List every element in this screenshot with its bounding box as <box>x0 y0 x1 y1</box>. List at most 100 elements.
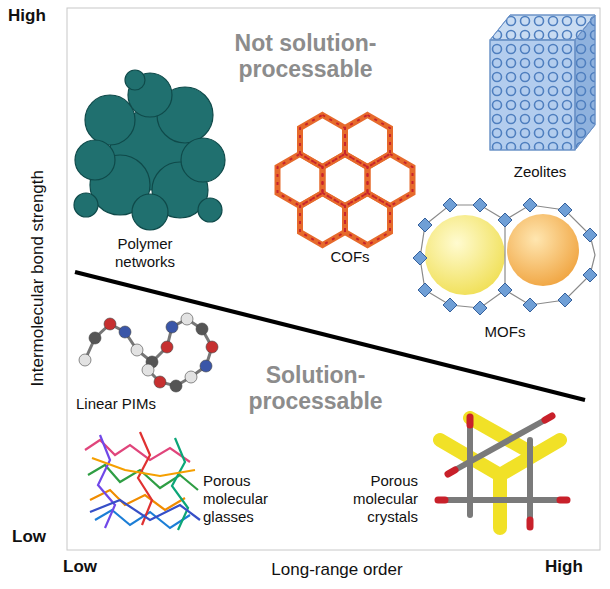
polymer-network-figure <box>74 70 225 230</box>
polymer-network-figure <box>181 138 225 182</box>
cof-figure-atoms <box>300 193 345 245</box>
molecular-crystal-figure <box>527 520 534 527</box>
molecular-crystal-figure <box>445 497 560 503</box>
mof-figure <box>413 251 427 265</box>
cof-figure-atoms <box>278 115 413 245</box>
zeolite-figure <box>490 15 595 150</box>
linear-pim-figure <box>104 318 116 330</box>
cof-figure-atoms <box>368 154 413 206</box>
molecular-crystal-figure <box>448 470 455 474</box>
molecular-crystal-figure <box>440 418 560 528</box>
plot-frame <box>67 8 600 550</box>
molecular-crystal-figure <box>527 440 533 520</box>
mof-figure <box>507 214 579 286</box>
cof-figure-atoms <box>300 115 345 167</box>
linear-pim-figure <box>206 341 218 353</box>
molecular-crystal-figure <box>560 497 567 504</box>
molecular-crystal-figure <box>545 416 552 420</box>
material-label: Zeolites <box>500 163 580 181</box>
mof-figure <box>443 198 457 212</box>
mof-figure <box>583 228 597 242</box>
linear-pim-figure <box>119 326 131 338</box>
mof-figure <box>418 283 432 297</box>
polymer-network-figure <box>75 140 115 180</box>
molecular-crystal-figure <box>467 417 474 425</box>
molecular-crystal-figure <box>438 416 567 528</box>
mof-figure <box>443 298 457 312</box>
cof-figure <box>345 193 390 245</box>
axis-end-label: High <box>8 6 63 26</box>
polymer-network-figure <box>125 70 145 90</box>
linear-pim-figure <box>161 341 173 353</box>
linear-pim-figure <box>196 323 208 335</box>
mof-figure <box>420 205 595 308</box>
molecular-crystal-figure <box>438 497 445 504</box>
polymer-network-figure <box>85 95 135 145</box>
polymer-network-figure <box>198 198 222 222</box>
linear-pim-figure <box>181 313 193 325</box>
cof-figure <box>300 193 345 245</box>
cof-figure-atoms <box>323 154 368 206</box>
polymer-network-figure <box>132 194 168 230</box>
polymer-network-figure <box>74 193 98 217</box>
mof-figure <box>498 283 512 297</box>
material-label: Porous molecular glasses <box>203 472 285 526</box>
mof-figure <box>413 198 597 315</box>
cof-figure <box>300 115 345 167</box>
mof-figure <box>413 198 597 315</box>
material-label: COFs <box>315 248 385 266</box>
linear-pim-figure <box>185 371 197 383</box>
cof-figure-atoms <box>345 115 390 167</box>
axis-end-label: Low <box>63 557 113 577</box>
region-label: Solution-processable <box>228 362 403 415</box>
molecular-glass-figure <box>85 440 190 462</box>
axis-title: Intermolecular bond strength <box>28 128 48 428</box>
linear-pim-figure <box>79 313 218 392</box>
material-label: MOFs <box>470 323 540 341</box>
mof-figure <box>583 268 597 282</box>
mof-figure <box>473 301 487 315</box>
linear-pim-figure <box>89 332 101 344</box>
molecular-glass-figure <box>92 458 195 476</box>
linear-pim-figure <box>142 364 154 376</box>
molecular-crystal-figure <box>445 420 560 520</box>
cof-figure <box>345 115 390 167</box>
material-label: Linear PIMs <box>76 395 196 413</box>
region-label: Not solution-processable <box>218 30 393 83</box>
molecular-glass-figure <box>172 438 188 530</box>
zeolite-figure <box>575 15 595 150</box>
molecular-crystal-figure <box>438 416 567 527</box>
mof-figure <box>523 298 537 312</box>
axis-title: Long-range order <box>237 560 437 580</box>
linear-pim-figure <box>79 354 91 366</box>
mof-figure <box>523 198 537 212</box>
mof-figure <box>558 293 572 307</box>
linear-pim-figure <box>200 360 212 372</box>
zeolite-figure <box>490 40 575 150</box>
linear-pim-figure <box>85 319 212 386</box>
molecular-glass-figure <box>138 432 152 525</box>
mof-figure <box>504 220 505 290</box>
mof-figure <box>418 218 432 232</box>
molecular-glass-figure <box>90 500 200 520</box>
zeolite-figure <box>490 40 575 150</box>
linear-pim-figure <box>131 344 143 356</box>
linear-pim-figure <box>170 380 182 392</box>
material-label: Porous molecular crystals <box>330 472 418 526</box>
mof-figure <box>498 213 512 227</box>
molecular-glass-figure <box>98 435 115 528</box>
linear-pim-figure <box>79 313 218 392</box>
cof-figure <box>278 115 413 245</box>
material-label: Polymer networks <box>100 235 190 271</box>
axis-end-label: Low <box>12 527 62 547</box>
linear-pim-figure <box>166 321 178 333</box>
molecular-glass-figure <box>85 432 200 530</box>
cof-figure-atoms <box>278 154 323 206</box>
cof-figure-atoms <box>345 193 390 245</box>
mof-figure <box>473 198 487 212</box>
mof-figure <box>558 203 572 217</box>
axis-end-label: High <box>545 557 600 577</box>
mof-figure <box>425 215 505 295</box>
linear-pim-figure <box>154 376 166 388</box>
